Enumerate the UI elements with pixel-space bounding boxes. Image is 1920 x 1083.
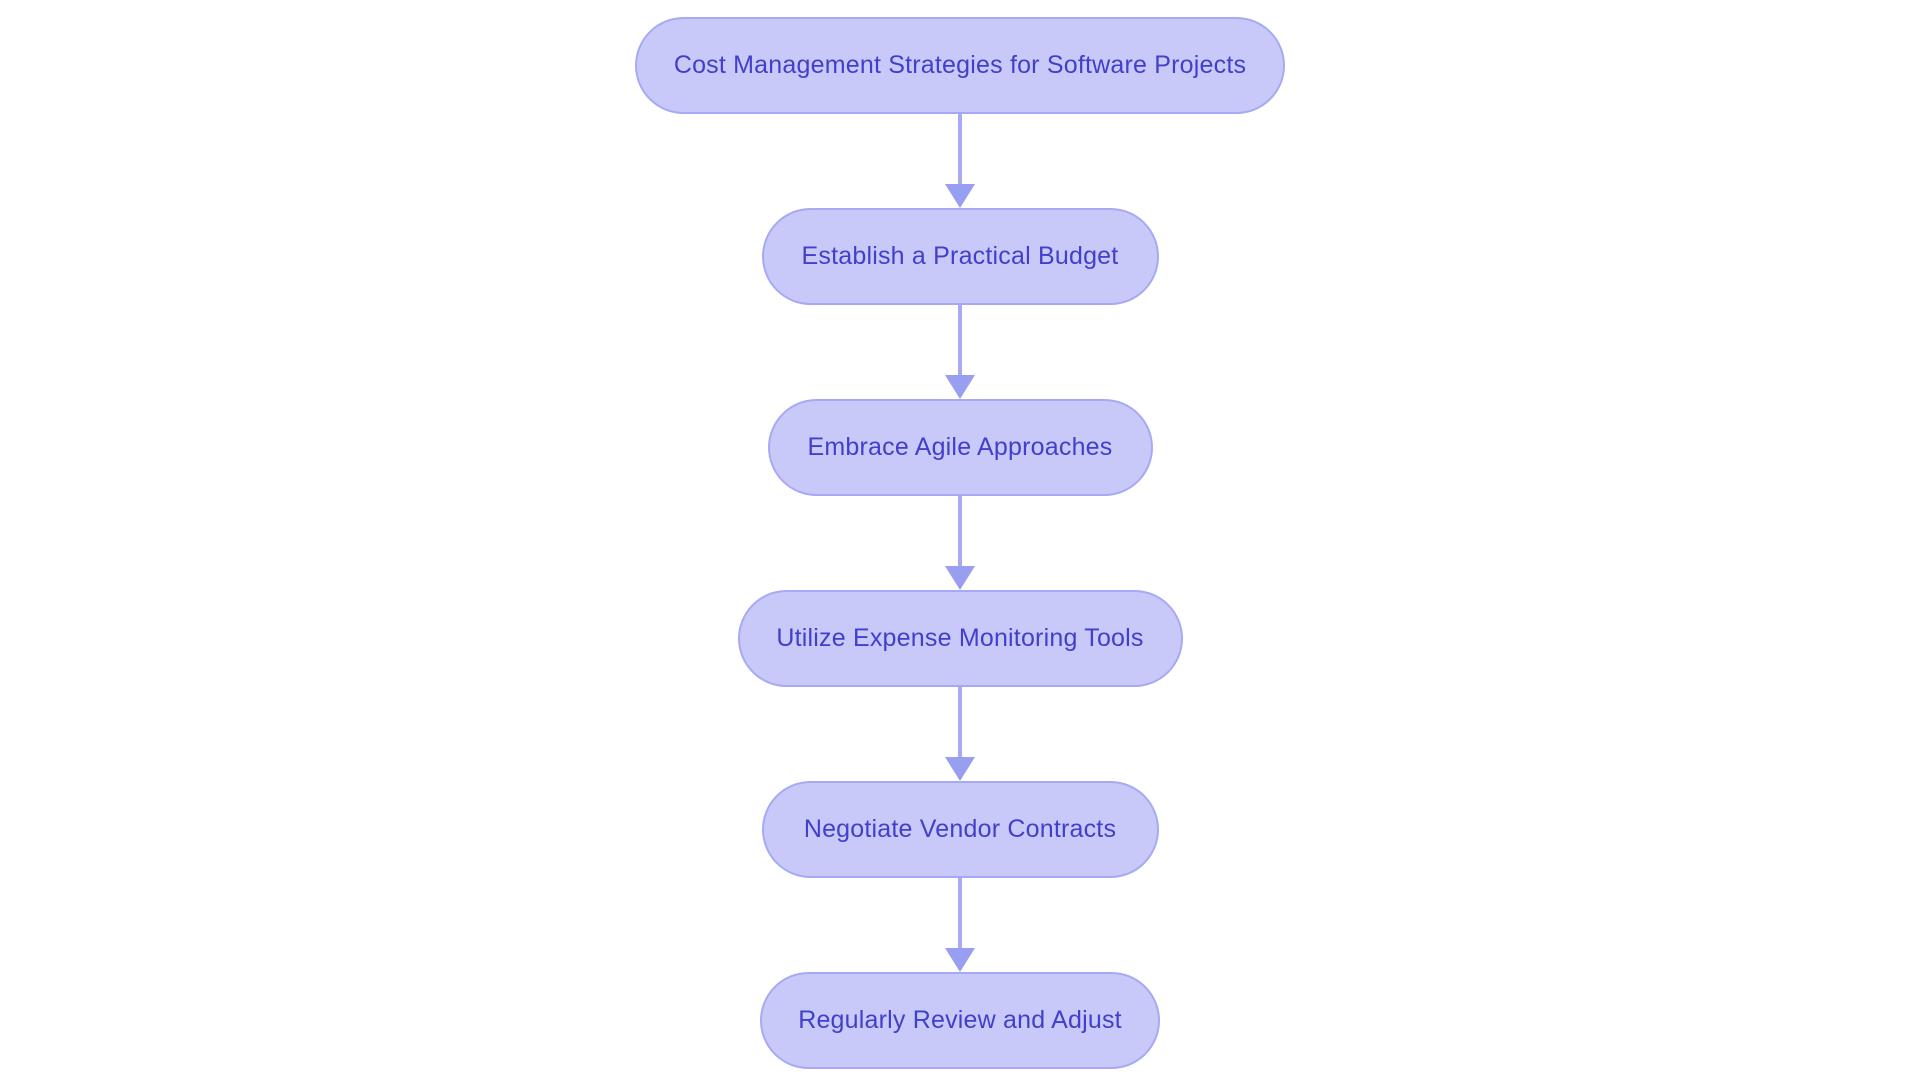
flow-connector xyxy=(945,496,975,590)
arrow-line xyxy=(958,114,962,184)
flow-connector xyxy=(945,305,975,399)
flow-node-label: Cost Management Strategies for Software … xyxy=(673,51,1247,79)
flow-connector xyxy=(945,114,975,208)
arrow-line xyxy=(958,687,962,757)
flow-node-label: Utilize Expense Monitoring Tools xyxy=(776,624,1144,652)
flow-node-label: Regularly Review and Adjust xyxy=(798,1006,1122,1034)
flow-node-label: Establish a Practical Budget xyxy=(801,242,1119,270)
flow-node-step-1: Establish a Practical Budget xyxy=(761,208,1159,305)
arrow-down-icon xyxy=(945,184,975,208)
flow-node-root: Cost Management Strategies for Software … xyxy=(635,17,1285,114)
flow-connector xyxy=(945,878,975,972)
flow-node-step-3: Utilize Expense Monitoring Tools xyxy=(737,590,1183,687)
arrow-line xyxy=(958,305,962,375)
arrow-down-icon xyxy=(945,757,975,781)
arrow-line xyxy=(958,878,962,948)
arrow-down-icon xyxy=(945,566,975,590)
flow-node-step-4: Negotiate Vendor Contracts xyxy=(761,781,1159,878)
flow-node-step-5: Regularly Review and Adjust xyxy=(760,972,1160,1069)
flow-node-step-2: Embrace Agile Approaches xyxy=(767,399,1153,496)
flow-connector xyxy=(945,687,975,781)
flow-node-label: Negotiate Vendor Contracts xyxy=(803,815,1117,843)
arrow-down-icon xyxy=(945,375,975,399)
arrow-down-icon xyxy=(945,948,975,972)
arrow-line xyxy=(958,496,962,566)
flow-node-label: Embrace Agile Approaches xyxy=(807,433,1113,461)
